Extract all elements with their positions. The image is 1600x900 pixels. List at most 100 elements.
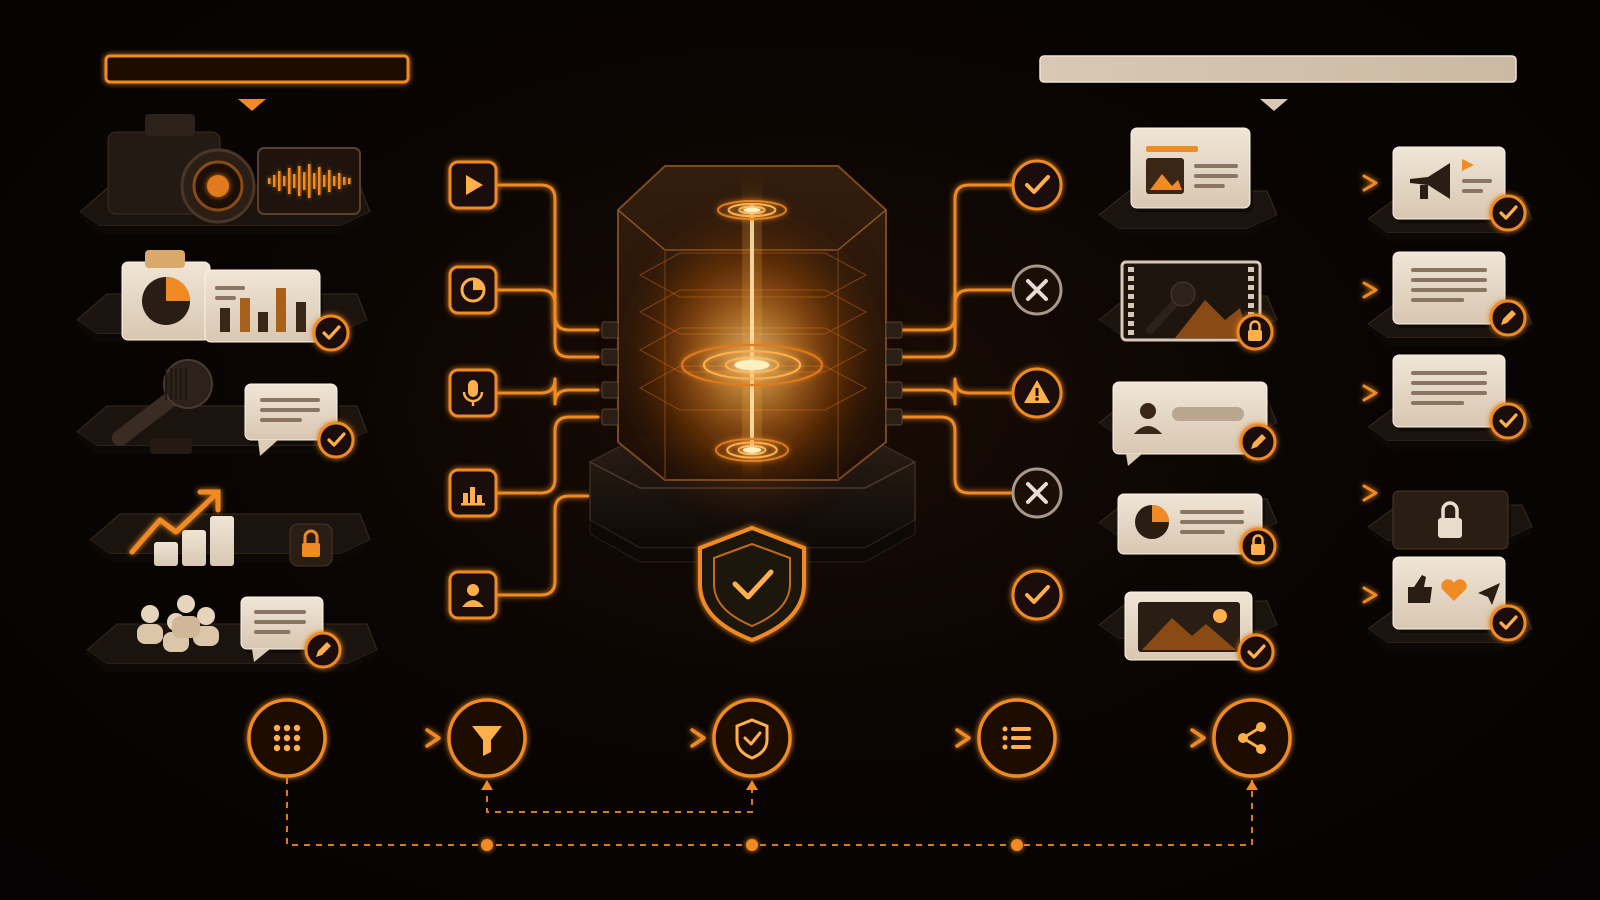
profile-card-icon — [1098, 381, 1278, 466]
arrow-icon — [746, 780, 758, 790]
arrow-icon — [1190, 728, 1206, 748]
lock-icon — [1438, 501, 1462, 538]
connector-line — [898, 415, 1015, 495]
check-badge-icon — [1237, 633, 1275, 671]
check-badge-icon — [312, 314, 350, 352]
connector-column — [448, 160, 498, 620]
edit-badge-icon — [1239, 423, 1277, 461]
arrow-icon — [955, 728, 971, 748]
social-card-icon — [1367, 556, 1533, 651]
film-microphone-icon — [1098, 260, 1278, 351]
connector-line — [495, 288, 600, 359]
people-icon — [137, 595, 219, 652]
arrow-icon — [1362, 174, 1378, 192]
connection-lines — [318, 174, 1378, 702]
header-right — [1039, 55, 1517, 111]
image-icon — [1146, 158, 1184, 194]
user-icon — [448, 570, 498, 620]
core-cube-icon — [589, 165, 916, 563]
pie-chart-icon — [448, 265, 498, 315]
text-card-icon — [1367, 354, 1533, 449]
chat-bubble-icon — [244, 383, 340, 456]
arrow-icon — [481, 780, 493, 790]
check-badge-icon — [1489, 402, 1527, 440]
chat-bubble-icon — [240, 596, 326, 662]
check-circle-icon — [1011, 569, 1063, 621]
list-icon — [977, 698, 1057, 778]
source-column — [76, 114, 378, 672]
shield-check-icon — [712, 698, 792, 778]
feedback-loop — [286, 778, 1253, 846]
pie-chart-icon — [1135, 505, 1169, 539]
microphone-chat-icon — [76, 359, 368, 459]
check-badge-icon — [1489, 194, 1527, 232]
play-icon — [448, 160, 498, 210]
result-column — [1367, 146, 1533, 651]
microphone-icon — [448, 368, 498, 418]
arrow-icon — [1362, 586, 1378, 604]
people-chat-icon — [86, 595, 378, 672]
growth-chart-icon — [89, 489, 371, 567]
check-badge-icon — [317, 421, 355, 459]
growth-chart-icon — [129, 489, 234, 566]
connector-line — [898, 288, 1015, 359]
edit-badge-icon — [1489, 299, 1527, 337]
megaphone-icon — [1410, 163, 1450, 199]
x-circle-icon — [1011, 467, 1063, 519]
connector-line — [898, 377, 1015, 406]
text-card-icon — [1367, 251, 1533, 346]
connector-line — [898, 183, 1015, 332]
chart-card-icon — [1098, 493, 1278, 565]
arrow-icon — [425, 728, 441, 748]
arrow-icon — [1362, 384, 1378, 402]
arrow-icon — [1362, 281, 1378, 299]
feedback-loop — [486, 782, 753, 813]
article-card-icon — [1098, 127, 1278, 237]
lock-badge-icon — [289, 523, 333, 567]
connector-line — [495, 377, 600, 406]
lock-badge-icon — [1239, 527, 1277, 565]
image-icon — [1138, 602, 1240, 652]
check-badge-icon — [1489, 604, 1527, 642]
edit-badge-icon — [304, 631, 342, 669]
connector-line — [495, 415, 600, 495]
decision-column — [1011, 159, 1063, 621]
chevron-down-icon — [238, 99, 266, 111]
warning-circle-icon — [1011, 367, 1063, 419]
arrow-icon — [1362, 484, 1378, 502]
shield-check-icon — [698, 525, 806, 643]
lock-badge-icon — [1236, 313, 1274, 351]
arrow-icon — [690, 728, 706, 748]
loop-node — [1011, 839, 1023, 851]
film-strip-icon — [1120, 260, 1262, 342]
lock-card-icon — [1367, 490, 1533, 553]
filter-icon — [447, 698, 527, 778]
image-card-icon — [1098, 591, 1278, 671]
connector-line — [495, 183, 600, 332]
social-reactions-icon — [1408, 575, 1500, 605]
profile-icon — [1134, 403, 1162, 434]
connector-line — [495, 494, 590, 597]
pipeline-row — [247, 698, 1292, 851]
bar-chart-icon — [448, 468, 498, 518]
x-circle-icon — [1011, 264, 1063, 316]
bar-chart-card-icon — [204, 269, 323, 346]
header-left — [104, 54, 410, 111]
loop-node — [481, 839, 493, 851]
core-processor — [589, 165, 916, 643]
video-camera-audio-icon — [79, 114, 371, 234]
audio-waveform-icon — [257, 147, 361, 215]
microphone-icon — [112, 359, 213, 454]
chevron-down-icon — [1260, 99, 1288, 111]
grid-icon — [247, 698, 327, 778]
output-column — [1098, 127, 1278, 671]
share-icon — [1212, 698, 1292, 778]
arrow-icon — [1246, 780, 1258, 790]
report-chart-icon — [76, 250, 368, 352]
megaphone-card-icon — [1367, 146, 1533, 241]
loop-node — [746, 839, 758, 851]
check-circle-icon — [1011, 159, 1063, 211]
video-camera-icon — [107, 114, 256, 224]
